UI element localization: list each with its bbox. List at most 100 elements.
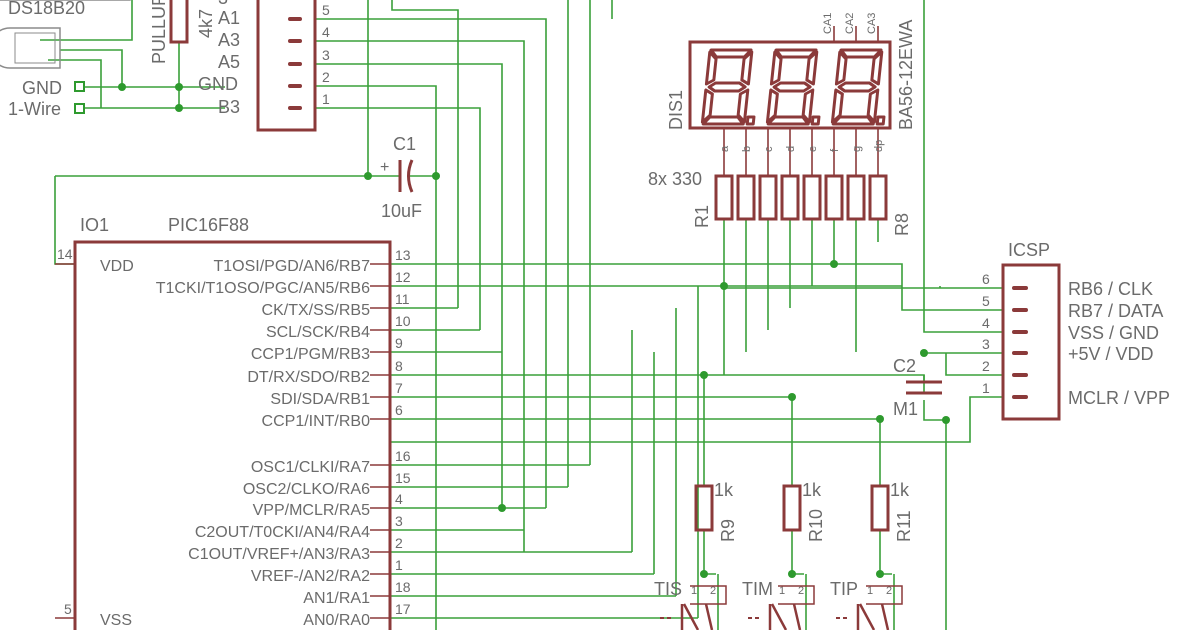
icsp-pin-number: 6 <box>982 271 990 287</box>
display-name: DIS1 <box>666 90 686 130</box>
mcu-name: IO1 <box>80 215 109 235</box>
segment-pin-label: g <box>851 146 863 152</box>
seven-seg-digit <box>830 48 886 126</box>
header-label-gnd: GND <box>198 74 238 94</box>
c2-name: C2 <box>893 356 916 376</box>
array-resistor-body <box>780 174 800 221</box>
button-frame <box>690 585 727 605</box>
pulldown-name: R11 <box>894 510 914 542</box>
header-pin-num: 3 <box>322 47 330 63</box>
junction-dot <box>876 570 884 578</box>
mcu-pin-label: DT/RX/SDO/RB2 <box>247 369 370 386</box>
mcu-pin-label: T1OSI/PGD/AN6/RB7 <box>214 258 371 275</box>
mcu-pin-number: 10 <box>395 313 411 329</box>
mcu-pin-label: T1CKI/T1OSO/PGC/AN5/RB6 <box>156 280 370 297</box>
junctions <box>118 83 950 578</box>
button-contact-icon <box>856 603 890 630</box>
mcu-pin-number: 17 <box>395 601 411 617</box>
sensor-ds18b20: DS18B20 GND 1-Wire <box>0 0 131 119</box>
segment-b <box>870 50 884 86</box>
mcu-pin-label: SCL/SCK/RB4 <box>266 324 370 341</box>
capacitor-c1: C1 + 10uF <box>380 134 422 221</box>
segment-f <box>769 50 783 86</box>
junction-dot <box>830 260 838 268</box>
segment-e <box>700 88 714 124</box>
sensor-name: DS18B20 <box>8 0 85 18</box>
segment-g <box>707 81 747 93</box>
mcu-pin-number: 16 <box>395 448 411 464</box>
button-name: TIS <box>654 579 682 599</box>
res-array-last: R8 <box>892 213 912 236</box>
segment-d <box>831 115 875 126</box>
segment-g <box>772 81 812 93</box>
button-contact-icon <box>680 603 714 630</box>
segment-f <box>834 50 848 86</box>
icsp-pin-label: RB6 / CLK <box>1068 279 1153 299</box>
mcu-pin-label: CK/TX/SS/RB5 <box>262 302 371 319</box>
mcu-pin-number: 18 <box>395 579 411 595</box>
mcu-pin-label: AN1/RA1 <box>303 590 370 607</box>
header-label-b3: B3 <box>218 97 240 117</box>
mcu-pin-number: 9 <box>395 335 403 351</box>
array-resistor-body <box>736 174 756 221</box>
segment-c <box>801 88 815 124</box>
segment-pin-label: e <box>807 146 819 152</box>
mcu-pin-label: CCP1/INT/RB0 <box>262 413 371 430</box>
mcu-pin-number: 15 <box>395 470 411 486</box>
mcu-pin-label: C1OUT/VREF+/AN3/RA3 <box>188 546 370 563</box>
icsp-pin-label: VSS / GND <box>1068 323 1159 343</box>
button-frame <box>778 585 815 605</box>
icsp-pin-label: RB7 / DATA <box>1068 301 1163 321</box>
junction-dot <box>788 570 796 578</box>
segment-b <box>805 50 819 86</box>
segment-e <box>765 88 779 124</box>
pullup-resistor: PULLUP 4k7 <box>149 0 216 64</box>
segment-pin-label: dp <box>873 140 885 152</box>
icsp-pin-label: MCLR / VPP <box>1068 388 1170 408</box>
mcu-pin-number: 2 <box>395 535 403 551</box>
array-resistor-body <box>714 174 734 221</box>
junction-dot <box>942 416 950 424</box>
capacitor-c2: C2 M1 <box>893 356 942 419</box>
mcu-vss-label: VSS <box>100 612 132 629</box>
segment-dp <box>875 115 886 126</box>
icsp-name: ICSP <box>1008 240 1050 260</box>
button-frame <box>866 585 903 605</box>
segment-pin-label: c <box>763 146 775 152</box>
mcu-pin-number: 1 <box>395 557 403 573</box>
pulldown-value: 1k <box>890 480 910 500</box>
segment-g <box>837 81 877 93</box>
array-resistor-body <box>802 174 822 221</box>
mcu-pin-number: 13 <box>395 247 411 263</box>
button-name: TIM <box>742 579 773 599</box>
junction-dot <box>118 83 126 91</box>
junction-dot <box>700 570 708 578</box>
svg-text:3: 3 <box>218 0 228 8</box>
segment-a <box>774 48 818 59</box>
segment-pin-label: a <box>719 145 731 152</box>
icsp-pin-number: 5 <box>982 293 990 309</box>
icsp-pin-number: 1 <box>982 380 990 396</box>
junction-dot <box>175 104 183 112</box>
pulldown-value: 1k <box>714 480 734 500</box>
pulldown-name: R10 <box>806 509 826 542</box>
array-resistor-body <box>824 174 844 221</box>
junction-dot <box>432 172 440 180</box>
header-label-a1: A1 <box>218 8 240 28</box>
header-pin-num: 5 <box>322 2 330 18</box>
segment-c <box>736 88 750 124</box>
segment-c <box>866 88 880 124</box>
mcu-pin-number: 3 <box>395 513 403 529</box>
header-connector: A1 A3 A5 GND B3 3 5 4 3 2 1 <box>198 0 330 132</box>
segment-b <box>740 50 754 86</box>
segment-dp <box>810 115 821 126</box>
anode-pin-label: CA1 <box>822 13 834 34</box>
button-pin-1: 1 <box>867 585 873 597</box>
res-array-first: R1 <box>692 205 712 228</box>
segment-d <box>766 115 810 126</box>
segment-dp <box>745 115 756 126</box>
button-contact-icon <box>768 603 802 630</box>
mcu-pin-number: 8 <box>395 358 403 374</box>
mcu-part: PIC16F88 <box>168 215 249 235</box>
